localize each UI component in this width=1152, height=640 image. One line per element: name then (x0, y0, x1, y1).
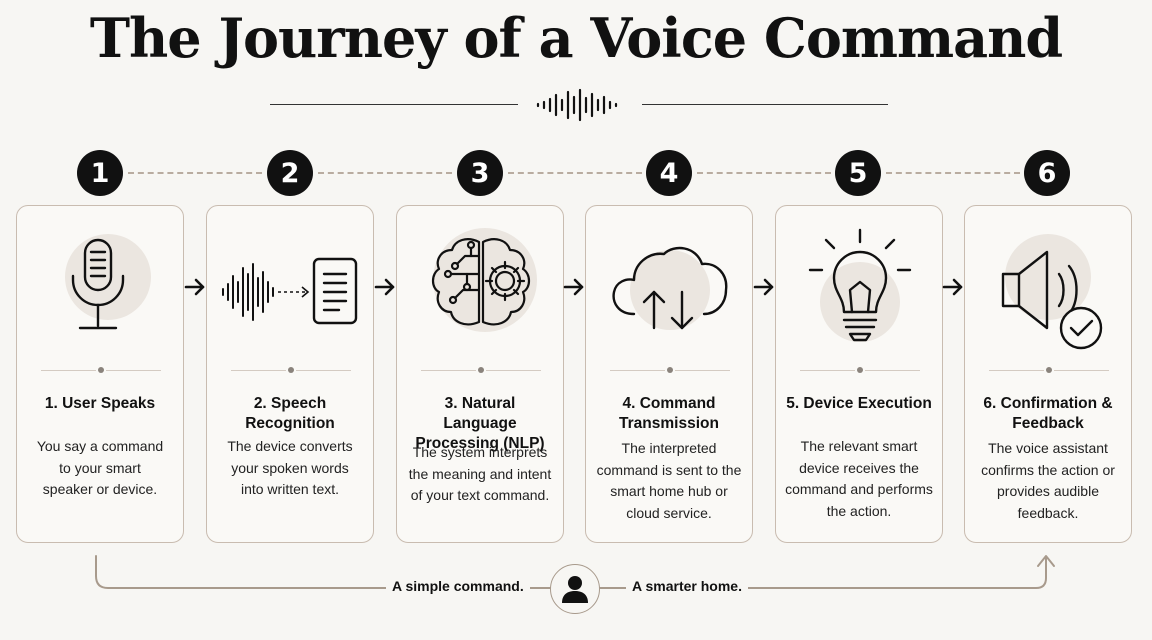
step-title: 4. Command Transmission (619, 395, 719, 432)
arrow-right-icon (753, 278, 774, 296)
card-divider-dot (1046, 367, 1052, 373)
microphone-icon (71, 238, 125, 330)
card-divider-dot (667, 367, 673, 373)
cloud-transfer-icon (612, 246, 728, 330)
footer-right-tag: A smarter home. (626, 578, 748, 594)
step-connector (886, 172, 1020, 174)
step-number-badge: 2 (267, 150, 313, 196)
step-description: You say a command to your smart speaker … (36, 438, 164, 497)
icon-backdrop (65, 234, 151, 320)
sound-wave-icon (536, 88, 618, 122)
step-number-badge: 4 (646, 150, 692, 196)
card-divider-dot (478, 367, 484, 373)
footer-left-tag: A simple command. (386, 578, 530, 594)
speaker-check-icon (1001, 250, 1103, 350)
step-card-speech-recognition: 2. Speech Recognition The device convert… (206, 205, 374, 543)
arrow-right-icon (374, 278, 395, 296)
step-connector (508, 172, 642, 174)
step-title: 6. Confirmation & Feedback (983, 395, 1113, 432)
document-icon (312, 257, 358, 325)
card-divider (865, 370, 920, 371)
dashed-arrow-icon (278, 286, 310, 298)
arrow-right-icon (942, 278, 963, 296)
page-title: The Journey of a Voice Command (89, 6, 1063, 70)
card-divider (486, 370, 541, 371)
arrow-right-icon (184, 278, 205, 296)
step-card-nlp: 3. Natural Language Processing (NLP) The… (396, 205, 564, 543)
lightbulb-icon (808, 228, 912, 342)
step-description: The relevant smart device receives the c… (785, 438, 933, 519)
step-title: 1. User Speaks (44, 395, 156, 412)
step-description: The system interprets the meaning and in… (408, 444, 552, 503)
card-divider (41, 370, 96, 371)
step-connector (318, 172, 452, 174)
title-rule-right (642, 104, 888, 105)
step-number-badge: 6 (1024, 150, 1070, 196)
step-number-badge: 3 (457, 150, 503, 196)
step-number-badge: 1 (77, 150, 123, 196)
card-divider-dot (857, 367, 863, 373)
card-divider (421, 370, 476, 371)
step-title: 3. Natural Language Processing (NLP) (415, 395, 545, 452)
card-divider (989, 370, 1044, 371)
step-title: 5. Device Execution (786, 395, 932, 412)
step-description: The interpreted command is sent to the s… (596, 440, 742, 521)
brain-gear-icon (431, 238, 531, 326)
card-divider (675, 370, 730, 371)
card-divider-dot (98, 367, 104, 373)
step-card-command-transmission: 4. Command Transmission The interpreted … (585, 205, 753, 543)
card-divider (231, 370, 286, 371)
user-icon (562, 576, 588, 603)
step-description: The device converts your spoken words in… (227, 438, 353, 497)
card-divider (106, 370, 161, 371)
waveform-icon (222, 263, 274, 321)
step-connector (128, 172, 262, 174)
step-description: The voice assistant confirms the action … (981, 440, 1115, 521)
card-divider-dot (288, 367, 294, 373)
card-divider (296, 370, 351, 371)
arrow-right-icon (563, 278, 584, 296)
card-divider (800, 370, 855, 371)
step-card-confirmation: 6. Confirmation & Feedback The voice ass… (964, 205, 1132, 543)
user-avatar-circle (550, 564, 600, 614)
step-title: 2. Speech Recognition (245, 395, 335, 432)
card-divider (610, 370, 665, 371)
step-card-device-execution: 5. Device Execution The relevant smart d… (775, 205, 943, 543)
icon-backdrop (630, 250, 710, 330)
step-connector (697, 172, 831, 174)
card-divider (1054, 370, 1109, 371)
step-card-user-speaks: 1. User Speaks You say a command to your… (16, 205, 184, 543)
title-rule-left (270, 104, 518, 105)
step-number-badge: 5 (835, 150, 881, 196)
